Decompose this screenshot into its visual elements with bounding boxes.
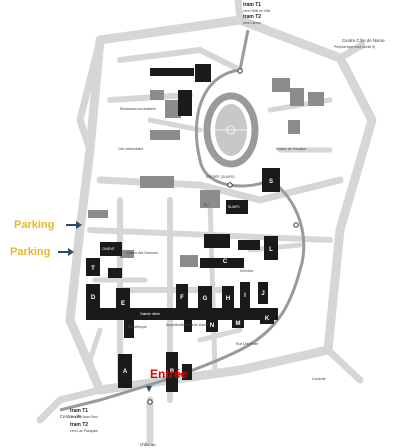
building-letter-h: H [226,296,230,302]
tram-top-sub1: vers Hôtel de Ville [243,9,270,13]
label-centre-cote: Centre Côte de Nacre [342,38,385,43]
tram-stop-right [293,222,299,228]
parking-top-arrow [66,221,82,229]
stadium [203,92,259,168]
label-maison-etud: Maison de l'étudiant [276,147,306,151]
label-restaurant: Restaurant universitaire [120,107,156,111]
parking-left-arrow [58,248,74,256]
entree-label: Entrée [150,367,188,381]
building-letter-n: N [210,323,214,329]
tram-top-sub2: tram T2 [243,14,261,20]
tram-line [59,29,306,412]
entree-marker: Entrée [146,367,188,392]
gray-buildings [88,78,324,267]
tram-info-bottom: tram T1 vers Pt. Jean-Paul tram T2 vers … [70,408,98,433]
building-letter-f: F [180,295,184,301]
tram-stop-top [237,68,243,74]
label-direction: Direction [240,269,253,273]
small-labels: Restaurant universitaire Cité universita… [60,38,385,419]
label-sciences: Maison des Sciences [126,251,158,255]
tram-top-title: tram T1 [243,2,261,8]
label-bib: Bibliothèque [128,325,147,329]
tram-top-sub3: vers Carnot [243,21,261,25]
tram-stop-mid [227,182,233,188]
building-letter-c: C [223,259,228,265]
label-corniche: Corniche [312,377,326,381]
label-bu: BU [204,203,209,207]
building-letter-d: D [91,295,96,301]
tram-bottom-sub3: vers Lac Pasquale [70,429,98,433]
building-letter-a: A [123,369,128,375]
building-letter-b: B [170,369,175,375]
parking-top-label: Parking [14,219,54,231]
building-letter-e: E [121,301,125,307]
building-letter-k: K [265,316,270,322]
building-letter-j: J [261,291,264,297]
tram-bottom-sub2: tram T2 [70,422,88,428]
building-letter-g: G [203,296,208,302]
label-rue-bottom: Rue Université [236,342,258,346]
tram-bottom-title: tram T1 [70,408,88,414]
building-letters: C L D E F G H I J K M N A B T S [91,179,273,375]
label-phaedra: SUAPS [228,205,240,209]
label-stade: ENTRÉE (SUAPS) [206,174,234,179]
parking-left-label: Parking [10,246,50,258]
label-chateau: château [140,442,156,447]
label-cinema: CINEVE [102,247,115,251]
label-galerie: Galerie vitrée [140,312,160,316]
tram-info-top: tram T1 vers Hôtel de Ville tram T2 vers… [243,2,270,25]
parking-top-marker: Parking [14,219,82,231]
entree-arrow [146,386,152,392]
label-centre-cote-2: Périphérique nord (sortie 5) [334,45,375,49]
label-amphi: Amphithéâtres Pierre Daure [166,323,208,327]
building-letter-i: I [244,293,246,299]
black-buildings [86,64,280,392]
building-letter-s: S [269,179,273,185]
building-letter-t: T [91,266,95,272]
label-cite: Cité universitaire [118,147,143,151]
tram-stop-bottom [147,399,153,405]
building-letter-l: L [269,247,273,253]
building-letter-m: M [236,321,241,327]
parking-left-marker: Parking [10,246,74,258]
tram-bottom-sub1: vers Pt. Jean-Paul [70,415,98,419]
label-centre-ville: Centre ville [60,414,83,419]
